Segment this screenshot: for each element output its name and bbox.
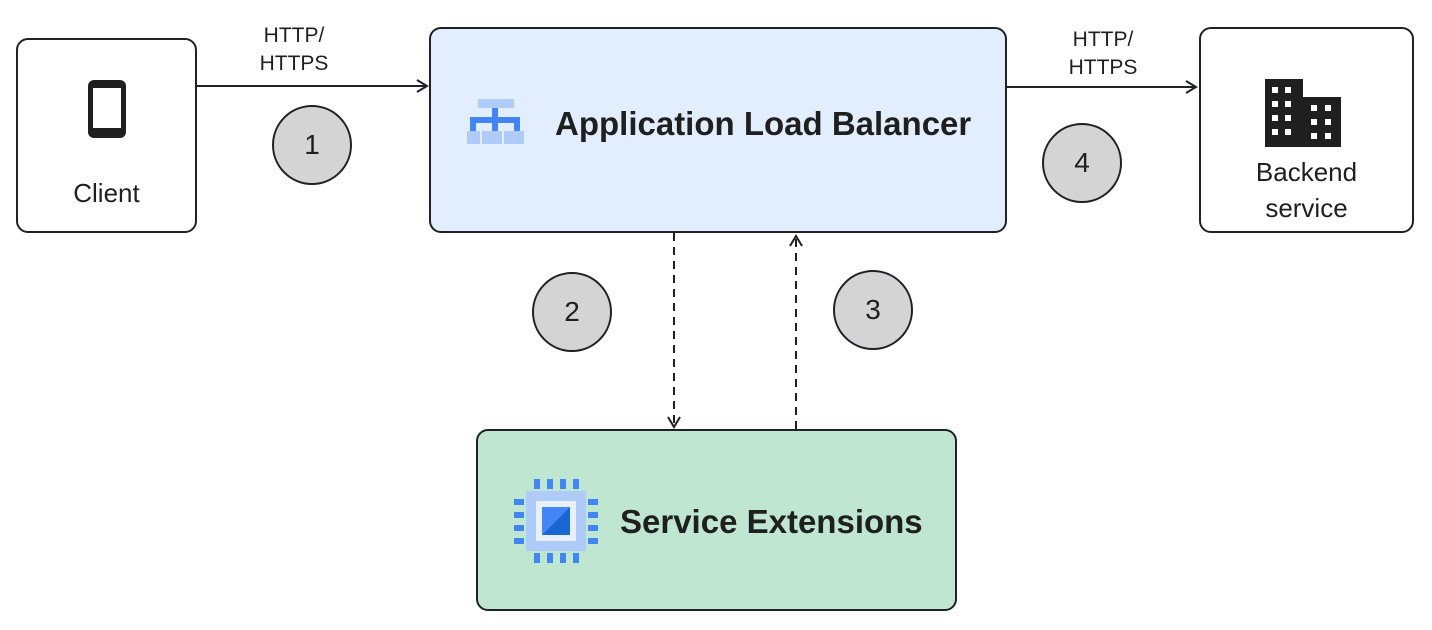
step-4-circle: 4 <box>1042 123 1122 203</box>
client-label: Client <box>73 178 140 208</box>
backend-service-box: Backend service <box>1199 27 1414 233</box>
step-1-circle: 1 <box>272 105 352 185</box>
service-extensions-title: Service Extensions <box>620 503 923 540</box>
protocol-line2: HTTPS <box>259 52 329 75</box>
client-box: Client <box>16 38 197 233</box>
backend-label-line1: Backend <box>1255 157 1358 187</box>
mobile-phone-icon <box>88 80 126 138</box>
application-load-balancer-box: Application Load Balancer <box>429 27 1007 233</box>
building-icon <box>1265 79 1341 147</box>
processor-chip-icon <box>514 479 598 563</box>
step-3-circle: 3 <box>833 270 913 350</box>
step-2-circle: 2 <box>532 272 612 352</box>
service-extensions-box: Service Extensions <box>476 429 957 611</box>
load-balancer-title: Application Load Balancer <box>555 105 972 142</box>
backend-service-label: Backend service <box>1201 154 1412 226</box>
lb-to-backend-protocol-label: HTTP/ HTTPS <box>1043 26 1163 82</box>
protocol-line1: HTTP/ <box>263 24 325 47</box>
protocol-line2: HTTPS <box>1068 56 1138 79</box>
protocol-line1: HTTP/ <box>1072 28 1134 51</box>
client-to-lb-protocol-label: HTTP/ HTTPS <box>234 22 354 78</box>
backend-label-line2: service <box>1265 193 1348 223</box>
load-balancer-icon <box>467 99 524 144</box>
